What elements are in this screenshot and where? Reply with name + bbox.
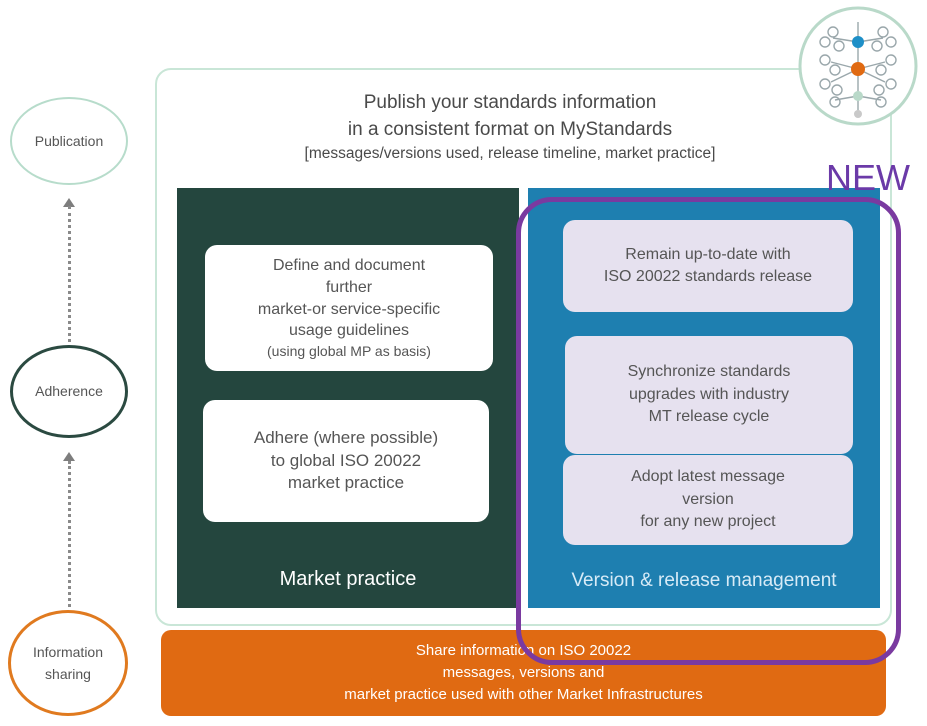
information-sharing-label-line2: sharing [45, 666, 91, 682]
card-text-line: market practice [287, 473, 405, 493]
adopt-latest-version-card: Adopt latest message version for any new… [563, 455, 853, 545]
card-text-line: Synchronize standards [627, 363, 791, 381]
new-label: NEW [826, 157, 910, 198]
card-text-line: version [682, 490, 734, 508]
card-text-line: market-or service-specific [257, 300, 441, 318]
card-text-line: (using global MP as basis) [267, 342, 431, 359]
card-text-line: Define and document [272, 257, 426, 275]
adhere-market-practice-card: Adhere (where possible) to global ISO 20… [203, 400, 489, 522]
card-text-line: for any new project [640, 513, 776, 531]
remain-up-to-date-card: Remain up-to-date with ISO 20022 standar… [563, 220, 853, 312]
information-sharing-label-line1: Information [32, 643, 104, 660]
arrow-up-icon [63, 198, 75, 207]
tree-logo-icon [798, 6, 918, 126]
market-practice-label: Market practice [279, 568, 417, 590]
synchronize-upgrades-card: Synchronize standards upgrades with indu… [565, 336, 853, 454]
information-sharing-stage-circle: Information sharing [8, 610, 128, 716]
define-guidelines-card: Define and document further market-or se… [205, 245, 493, 371]
card-text-line: usage guidelines [288, 322, 410, 340]
publication-label: Publication [34, 132, 104, 149]
publication-stage-circle: Publication [10, 97, 128, 185]
card-text-line: ISO 20022 standards release [603, 268, 813, 285]
publish-line-2: in a consistent format on MyStandards [347, 118, 673, 140]
info-bar-line-3: market practice used with other Market I… [344, 685, 703, 703]
info-bar-line-2: messages, versions and [442, 664, 605, 682]
version-release-label: Version & release management [571, 570, 837, 591]
dotted-connector [68, 461, 71, 607]
publish-line-3: [messages/versions used, release timelin… [304, 145, 716, 163]
card-text-line: Remain up-to-date with [625, 245, 791, 263]
publish-text: Publish your standards information in a … [190, 90, 830, 165]
card-text-line: to global ISO 20022 [270, 450, 422, 470]
adherence-stage-circle: Adherence [10, 345, 128, 438]
card-text-line: further [325, 278, 373, 296]
new-highlight-outline [516, 197, 901, 665]
card-text-line: upgrades with industry [628, 385, 790, 403]
card-text-line: Adhere (where possible) [253, 427, 439, 447]
card-text-line: Adopt latest message [631, 468, 785, 486]
arrow-up-icon [63, 452, 75, 461]
dotted-connector [68, 206, 71, 342]
publish-line-1: Publish your standards information [363, 92, 657, 113]
adherence-label: Adherence [35, 383, 103, 400]
card-text-line: MT release cycle [648, 408, 770, 426]
